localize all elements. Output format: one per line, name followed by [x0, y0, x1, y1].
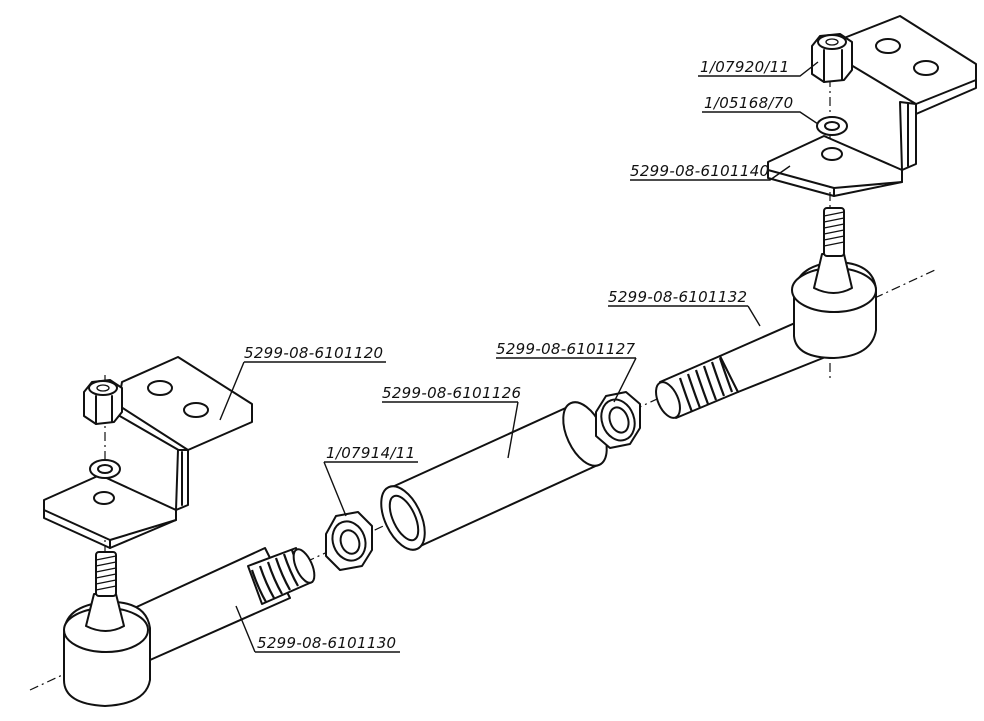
leader-lines	[219, 61, 819, 653]
label-bracket-right: 5299-08-6101140	[630, 162, 769, 180]
washer-left	[89, 459, 121, 479]
label-washer: 1/05168/70	[704, 94, 793, 112]
label-nut-left: 1/07914/11	[326, 444, 415, 462]
part-labels: 5299-08-6101120 5299-08-6101126 5299-08-…	[244, 58, 793, 652]
sleeve	[380, 401, 608, 551]
hex-nut-right	[595, 391, 641, 449]
washer-right	[816, 116, 848, 136]
tie-rod-end-left	[63, 547, 316, 707]
label-sleeve: 5299-08-6101126	[382, 384, 521, 402]
tie-rod-end-right	[655, 207, 877, 419]
bracket-left	[43, 356, 253, 549]
label-nut-right: 5299-08-6101127	[496, 340, 636, 358]
top-nut-right	[811, 33, 853, 83]
label-rod-left: 5299-08-6101130	[257, 634, 396, 652]
bracket-right	[767, 15, 977, 197]
label-top-nut: 1/07920/11	[700, 58, 789, 76]
label-bracket-left: 5299-08-6101120	[244, 344, 383, 362]
top-nut-left	[83, 379, 123, 425]
label-rod-right: 5299-08-6101132	[608, 288, 747, 306]
hex-nut-left	[325, 511, 373, 571]
